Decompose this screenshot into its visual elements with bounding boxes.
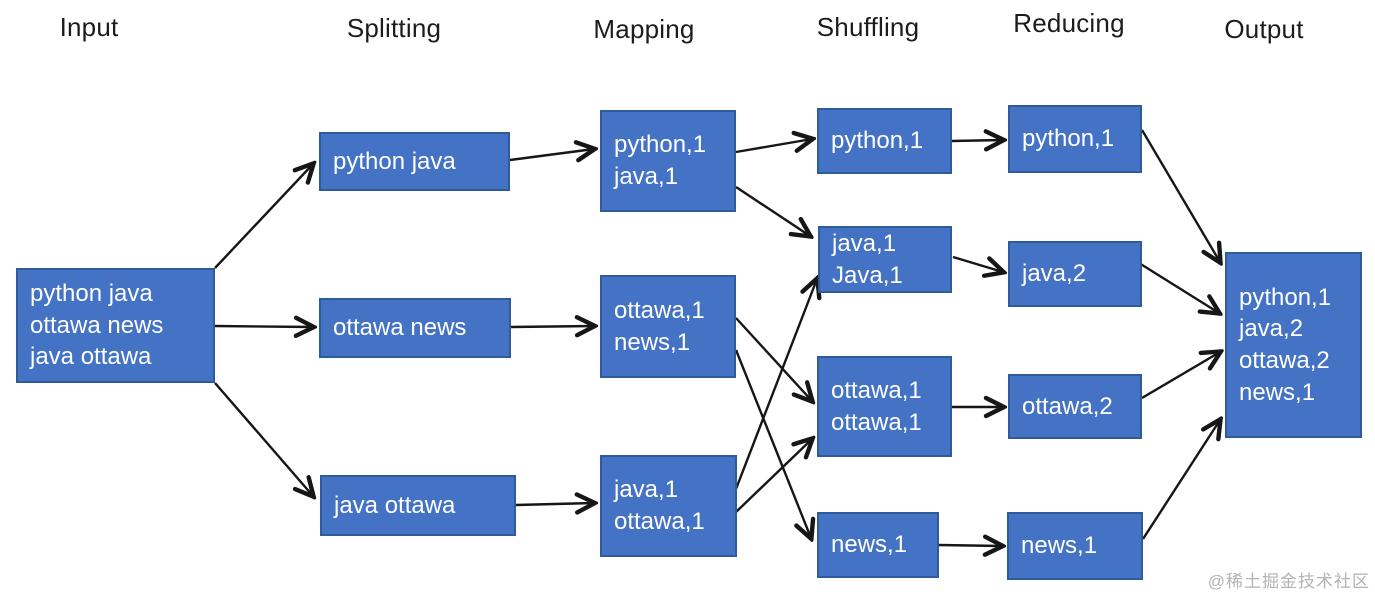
node-text-line: ottawa,2 bbox=[1022, 392, 1113, 420]
stage-header-splitting: Splitting bbox=[346, 13, 442, 43]
node-text-line: news,1 bbox=[831, 531, 908, 559]
arrow-reduce-3-to-output bbox=[1141, 352, 1220, 400]
arrow-map-1-to-shuffle-2 bbox=[735, 185, 810, 236]
node-map-3: java,1 ottawa,1 bbox=[600, 455, 737, 557]
node-shuffle-1: python,1 bbox=[817, 108, 952, 174]
node-text-line: python,1 bbox=[1239, 283, 1332, 311]
node-split-3: java ottawa bbox=[320, 475, 516, 536]
arrow-reduce-1-to-output bbox=[1140, 129, 1220, 262]
node-text-line: ottawa news bbox=[333, 314, 467, 342]
node-text-line: ottawa,2 bbox=[1239, 347, 1330, 374]
node-split-2: ottawa news bbox=[319, 298, 511, 358]
node-shuffle-3: ottawa,1 ottawa,1 bbox=[817, 356, 952, 457]
node-reduce-4: news,1 bbox=[1007, 512, 1143, 580]
arrow-input-to-split-1 bbox=[214, 164, 313, 269]
arrow-map-2-to-shuffle-3 bbox=[735, 317, 812, 401]
stage-header-reducing: Reducing bbox=[1013, 8, 1125, 38]
arrow-map-1-to-shuffle-1 bbox=[735, 139, 812, 154]
watermark: @稀土掘金技术社区 bbox=[1207, 572, 1370, 591]
node-text-line: ottawa news bbox=[30, 311, 164, 339]
stage-header-output: Output bbox=[1224, 14, 1304, 44]
node-text-line: news,1 bbox=[1021, 532, 1098, 560]
node-text-line: java ottawa bbox=[30, 343, 152, 371]
node-text-line: ottawa,1 bbox=[831, 376, 922, 404]
node-shuffle-4: news,1 bbox=[817, 512, 939, 578]
arrow-shuffle-2-to-reduce-2 bbox=[952, 255, 1003, 272]
arrow-map-2-to-shuffle-4 bbox=[734, 349, 811, 538]
node-map-2: ottawa,1 news,1 bbox=[600, 275, 736, 378]
arrow-map-3-to-shuffle-3 bbox=[735, 439, 812, 513]
node-text-line: ottawa,1 bbox=[614, 296, 705, 324]
node-text-line: java,1 bbox=[614, 476, 679, 504]
node-text-line: java,2 bbox=[1022, 260, 1087, 288]
stage-header-input: Input bbox=[59, 12, 119, 42]
stage-header-mapping: Mapping bbox=[593, 14, 695, 44]
node-text-line: news,1 bbox=[614, 328, 691, 356]
arrow-split-1-to-map-1 bbox=[509, 149, 594, 160]
stage-header-shuffling: Shuffling bbox=[816, 12, 920, 42]
node-split-1: python java bbox=[319, 132, 510, 191]
node-input: python java ottawa news java ottawa bbox=[16, 268, 215, 383]
node-text-line: python,1 bbox=[1022, 125, 1115, 153]
node-text-line: Java,1 bbox=[832, 261, 903, 289]
node-reduce-1: python,1 bbox=[1008, 105, 1142, 173]
node-text-line: java,1 bbox=[614, 163, 679, 190]
arrow-reduce-2-to-output bbox=[1138, 261, 1219, 313]
node-text-line: python,1 bbox=[831, 127, 924, 155]
arrow-split-3-to-map-3 bbox=[515, 503, 594, 505]
node-output: python,1 java,2 ottawa,2 news,1 bbox=[1225, 252, 1362, 438]
node-text-line: java ottawa bbox=[334, 491, 456, 519]
arrow-reduce-4-to-output bbox=[1141, 420, 1220, 540]
node-text-line: ottawa,1 bbox=[614, 508, 705, 535]
node-reduce-3: ottawa,2 bbox=[1008, 374, 1142, 439]
node-map-1: python,1 java,1 bbox=[600, 110, 736, 212]
node-text-line: python java bbox=[333, 147, 456, 175]
node-text-line: java,1 bbox=[832, 229, 897, 257]
node-text-line: python,1 bbox=[614, 131, 707, 159]
node-text-line: python java bbox=[30, 279, 153, 307]
node-text-line: ottawa,1 bbox=[831, 408, 922, 436]
arrow-map-3-to-shuffle-2 bbox=[734, 279, 817, 490]
arrow-input-to-split-2 bbox=[214, 326, 313, 327]
arrow-input-to-split-3 bbox=[214, 382, 313, 496]
arrow-shuffle-4-to-reduce-4 bbox=[938, 545, 1002, 546]
node-reduce-2: java,2 bbox=[1008, 241, 1142, 307]
node-text-line: news,1 bbox=[1239, 378, 1316, 406]
arrow-split-2-to-map-2 bbox=[510, 326, 594, 327]
node-text-line: java,2 bbox=[1239, 315, 1304, 343]
arrow-shuffle-1-to-reduce-1 bbox=[951, 140, 1003, 141]
